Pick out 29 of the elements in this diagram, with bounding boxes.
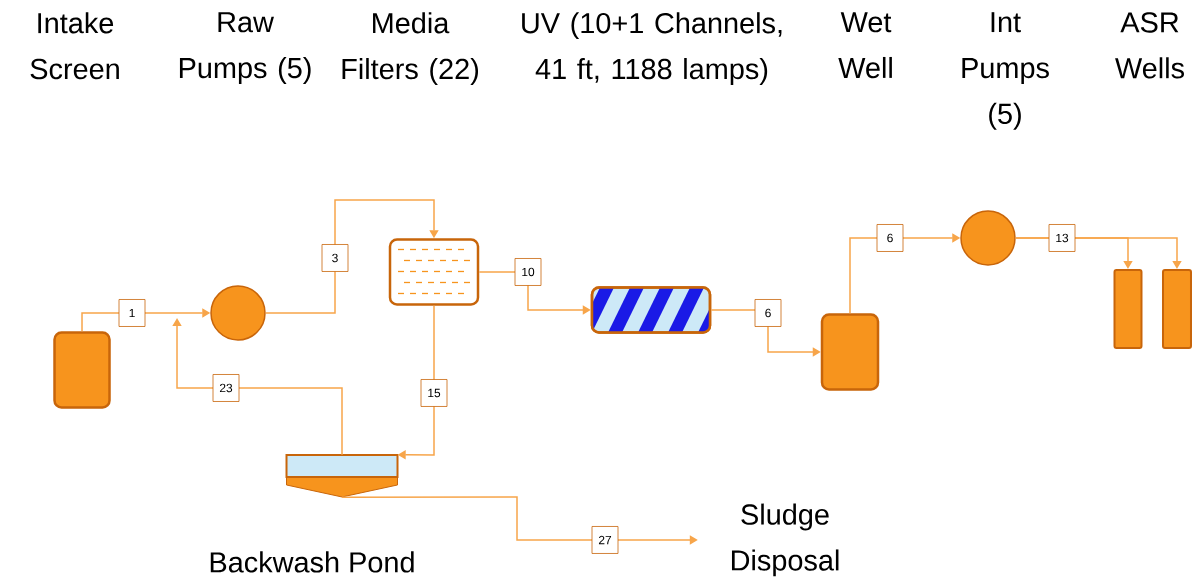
column-heading: Wet Well [838,12,892,79]
stream-number: 23 [212,374,240,402]
column-heading: ASR Wells [1115,12,1184,79]
intake-screen [53,331,111,409]
stream-number: 13 [1048,224,1076,252]
media-filter [388,238,480,306]
well [1113,269,1143,349]
stream-number: 6 [754,299,782,327]
column-heading: Raw Pumps (5) [179,12,311,84]
well [1162,269,1192,349]
flow-line [172,318,343,456]
column-heading: Intake Screen [30,12,119,80]
stream-number: 27 [591,526,619,554]
wet-well [820,313,880,391]
uv-channel [590,286,712,334]
column-heading: UV (10+1 Channels, 41 ft, 1188 lamps) [522,12,782,85]
stream-number: 6 [876,224,904,252]
pump [960,210,1016,266]
sludge-disposal-label: Sludge Disposal [732,503,839,577]
stream-number: 3 [321,244,349,272]
column-heading: Int Pumps (5) [962,12,1049,130]
backwash-pond [285,454,399,498]
pond-label: Backwash Pond [210,551,414,573]
flow-line [265,199,439,314]
stream-number: 15 [420,379,448,407]
column-heading: Media Filters (22) [342,12,478,85]
stream-number: 1 [118,299,146,327]
pump [210,285,266,341]
stream-number: 10 [514,258,542,286]
